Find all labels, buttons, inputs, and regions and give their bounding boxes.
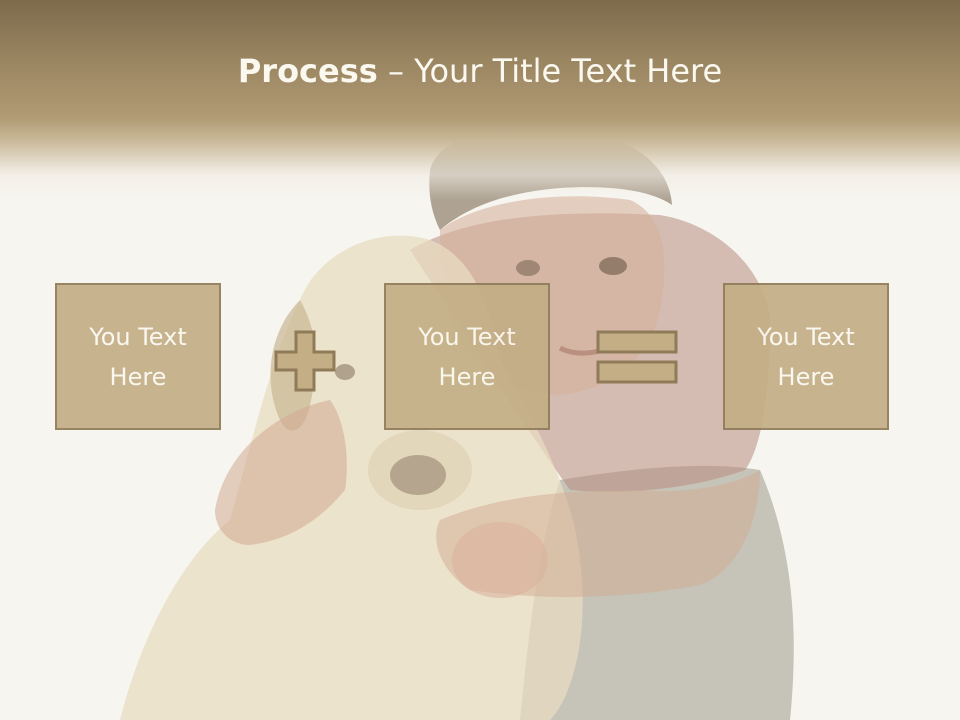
text-box-3-label: You Text Here [757, 322, 855, 391]
text-box-1[interactable]: You Text Here [55, 283, 221, 430]
plus-icon [274, 330, 336, 392]
text-box-3[interactable]: You Text Here [723, 283, 889, 430]
title-bold: Process [237, 52, 378, 90]
text-box-2-label: You Text Here [418, 322, 516, 391]
header-band [0, 0, 960, 200]
slide-title: Process – Your Title Text Here [0, 52, 960, 90]
equals-icon [596, 330, 678, 384]
text-box-1-label: You Text Here [89, 322, 187, 391]
title-rest: – Your Title Text Here [377, 52, 723, 90]
text-box-2[interactable]: You Text Here [384, 283, 550, 430]
